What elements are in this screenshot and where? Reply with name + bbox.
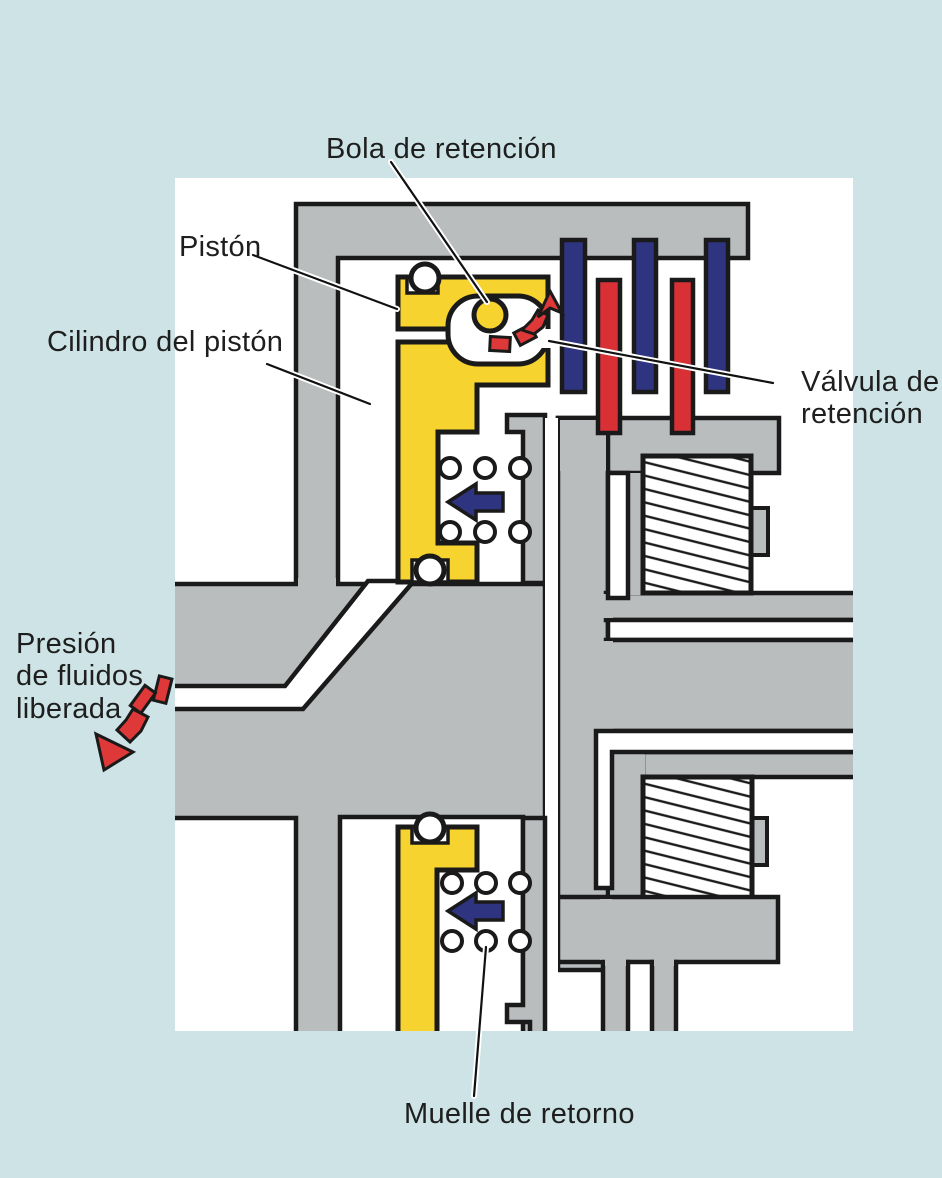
hub-bottom-bar <box>555 894 781 965</box>
label-fluid-pressure: Presión de fluidos liberada <box>16 628 144 725</box>
hub-channel-c <box>593 728 853 891</box>
piston-lower <box>395 824 480 1031</box>
clutch-plate-red <box>669 277 696 436</box>
vertical-channel <box>545 418 558 1031</box>
hub-stub <box>649 959 679 1031</box>
leader-piston <box>251 253 399 311</box>
spline-hatch-lower <box>643 777 752 912</box>
leader-cylinder <box>265 362 372 406</box>
hub-joint <box>605 958 626 966</box>
spring-force-arrow-icon <box>444 480 505 524</box>
label-return-spring: Muelle de retorno <box>404 1098 635 1130</box>
hub-joint <box>601 641 613 729</box>
lower-left-cavity <box>175 815 299 1031</box>
leader-retention-ball <box>389 160 489 304</box>
label-retention-ball: Bola de retención <box>326 133 557 165</box>
piston-seal <box>408 261 442 295</box>
piston-body <box>395 339 551 585</box>
hub-channel-b <box>605 470 631 601</box>
hub-bar-lower <box>640 749 853 780</box>
spline-hatch-upper <box>643 456 751 593</box>
label-piston-cylinder: Cilindro del pistón <box>47 326 284 358</box>
hub-stub <box>600 959 631 1031</box>
retention-ball <box>471 296 509 334</box>
housing-joint <box>298 578 336 590</box>
hub-tongue <box>628 473 643 595</box>
hub-shelf-top <box>603 590 853 623</box>
spring-retainer-upper <box>504 412 548 586</box>
hub-joint <box>600 899 612 960</box>
return-spring-lower <box>440 871 532 953</box>
return-spring-upper <box>438 456 532 544</box>
leader-check-valve <box>547 339 775 385</box>
piston-seal <box>413 811 447 845</box>
piston-seal <box>413 553 447 587</box>
hub-joint <box>654 958 674 966</box>
clutch-plate-blue <box>559 237 588 395</box>
clutch-plate-blue <box>631 237 659 395</box>
spline-tab-upper <box>749 506 770 557</box>
clutch-plate-blue <box>703 237 731 395</box>
hub-shelf-mid <box>603 637 853 734</box>
label-piston: Pistón <box>179 231 262 263</box>
leader-lines <box>250 159 776 1099</box>
hub-channel-a <box>605 617 853 643</box>
hub-fill <box>610 750 645 899</box>
check-valve-flow-arrow-icon <box>488 287 566 354</box>
spring-retainer-lower <box>504 815 548 1031</box>
leader-return-spring <box>472 945 488 1098</box>
spring-force-arrow-icon <box>444 889 505 933</box>
label-check-valve: Válvula de retención <box>801 366 940 431</box>
fluid-release-arrow-icon <box>93 674 174 773</box>
